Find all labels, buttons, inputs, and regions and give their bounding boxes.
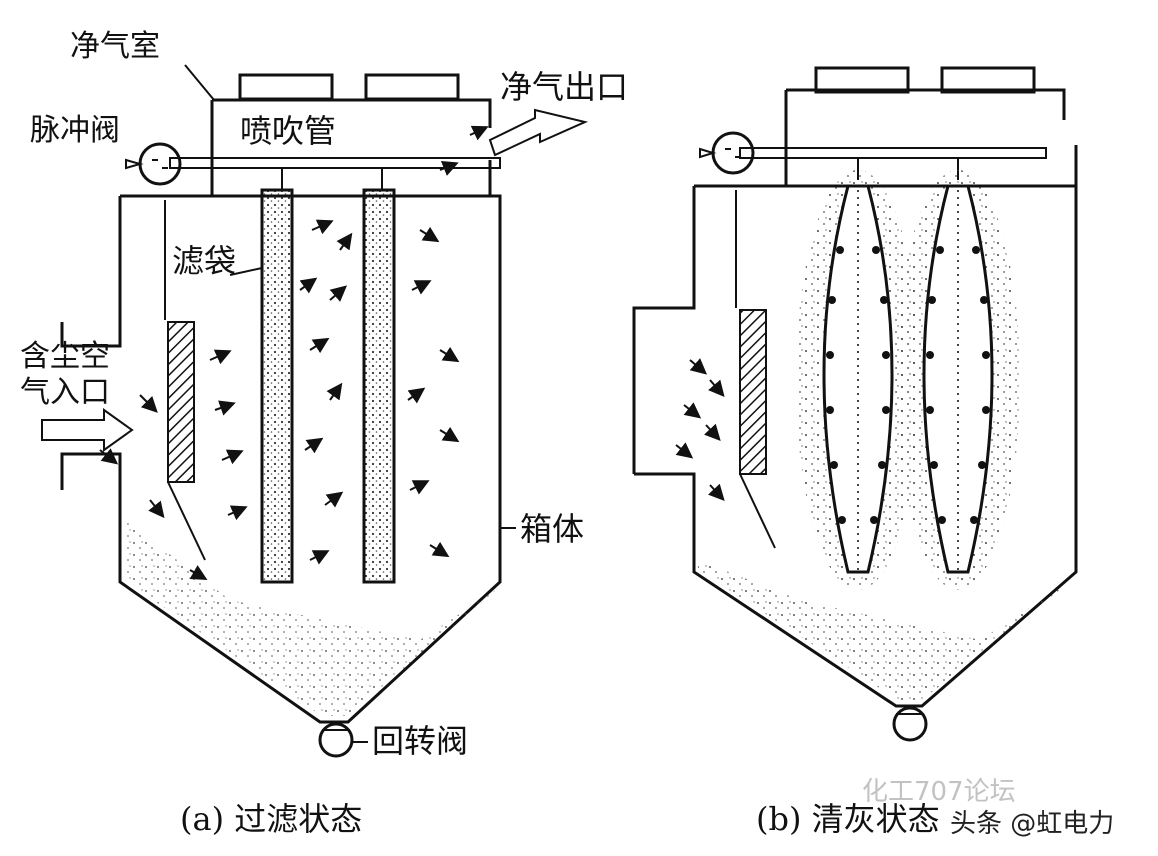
pulse-valve-icon [125, 142, 182, 186]
top-cap-right [364, 73, 460, 101]
top-cap-left-b [814, 66, 910, 94]
caption-panel-a: (a) 过滤状态 [180, 800, 362, 838]
label-box-body: 箱体 [520, 510, 584, 548]
rotary-valve-icon-b [892, 706, 928, 742]
label-rotary-valve: 回转阀 [372, 722, 468, 760]
label-clean-chamber: 净气室 [70, 29, 160, 64]
label-filter-bag: 滤袋 [172, 242, 236, 280]
watermark-credit: 头条 @虹电力 [950, 809, 1114, 839]
pulse-valve-icon-b [699, 131, 755, 175]
panel-a-filtering: 净气室 脉冲阀 喷吹管 净气出口 滤袋 含尘空 气入口 箱体 回转阀 (a) 过… [20, 29, 628, 838]
rotary-valve-icon-a [318, 722, 354, 758]
top-cap-right-b [940, 66, 1036, 94]
caption-panel-b: (b) 清灰状态 [756, 800, 940, 838]
inlet-arrow [41, 408, 134, 452]
hopper-dust-b [698, 560, 1072, 700]
label-pulse-valve: 脉冲阀 [30, 113, 120, 148]
clean-chamber-outline-b [784, 88, 1078, 186]
flow-arrows-b [675, 358, 725, 501]
label-dusty-inlet-line2: 气入口 [20, 375, 110, 410]
box-body-outline-b [632, 184, 1078, 708]
box-body-outline [60, 194, 502, 724]
top-cap-left [238, 73, 334, 101]
watermark-faint: 化工707论坛 [862, 777, 1016, 807]
label-dusty-inlet-line1: 含尘空 [20, 339, 110, 374]
filter-bag-left [260, 188, 294, 584]
flow-arrows-a [99, 125, 489, 580]
filter-bag-right [362, 188, 396, 584]
outlet-arrow [488, 108, 589, 157]
inlet-baffle-b [739, 309, 767, 475]
label-clean-outlet: 净气出口 [500, 68, 628, 106]
watermark: 化工707论坛 头条 @虹电力 [862, 777, 1114, 839]
bag-burst-marks [826, 246, 990, 524]
hopper-dust-a [124, 520, 496, 716]
blow-pipe [169, 157, 501, 169]
panel-b-cleaning: (b) 清灰状态 [632, 66, 1078, 838]
blow-pipe-b [739, 147, 1047, 159]
inlet-baffle [167, 321, 195, 483]
clean-chamber-outline [210, 98, 492, 196]
label-blow-pipe: 喷吹管 [240, 112, 336, 150]
